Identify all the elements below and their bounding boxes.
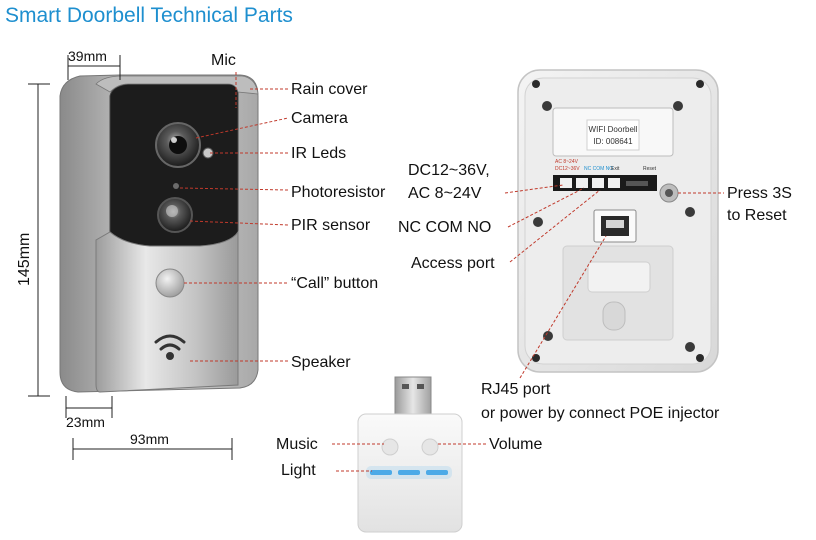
chime-leader-lines bbox=[332, 443, 486, 472]
rain-cover bbox=[95, 75, 259, 95]
music-button[interactable] bbox=[381, 438, 399, 456]
label-pir-sensor: PIR sensor bbox=[291, 217, 371, 234]
usb-plug bbox=[394, 376, 432, 418]
label-ir-leds: IR Leds bbox=[291, 145, 347, 162]
volume-button[interactable] bbox=[421, 438, 439, 456]
sticker-line1: WIFI Doorbell bbox=[589, 125, 638, 134]
dim-bottom-depth: 23mm bbox=[66, 414, 105, 430]
front-leader-lines bbox=[179, 72, 289, 362]
label-rj45-line1: RJ45 port bbox=[481, 381, 551, 398]
label-rj45-line2: or power by connect POE injector bbox=[481, 405, 720, 422]
label-speaker: Speaker bbox=[291, 354, 351, 371]
sticker-line2: ID: 008641 bbox=[593, 137, 633, 146]
light-bar-2 bbox=[398, 470, 420, 475]
terminal-label-5: Reset bbox=[643, 166, 657, 172]
label-photoresistor: Photoresistor bbox=[291, 184, 386, 201]
photoresistor bbox=[173, 183, 179, 189]
speaker-wifi-icon bbox=[154, 334, 186, 360]
dim-top-width: 39mm bbox=[68, 48, 107, 64]
terminal-label-4: Exit bbox=[611, 166, 620, 172]
dim-height: 145mm bbox=[16, 232, 33, 286]
light-bar-3 bbox=[426, 470, 448, 475]
label-light: Light bbox=[281, 462, 316, 479]
label-access-port: Access port bbox=[411, 255, 495, 272]
label-power-line1: DC12~36V, bbox=[408, 162, 490, 179]
dim-bottom-width: 93mm bbox=[130, 431, 169, 447]
label-call-button: “Call” button bbox=[291, 275, 379, 292]
label-reset-line2: to Reset bbox=[727, 207, 787, 224]
terminal-label-1: AC 8~24V bbox=[555, 159, 579, 165]
front-doorbell bbox=[59, 74, 259, 393]
terminal-label-3: NC COM NO bbox=[584, 166, 613, 172]
label-camera: Camera bbox=[291, 110, 348, 127]
label-music: Music bbox=[276, 436, 318, 453]
call-button[interactable] bbox=[155, 268, 185, 298]
light-bar-1 bbox=[370, 470, 392, 475]
label-mic: Mic bbox=[211, 52, 236, 69]
label-power-line2: AC 8~24V bbox=[408, 185, 482, 202]
label-volume: Volume bbox=[489, 436, 543, 453]
chime-unit bbox=[357, 376, 463, 533]
label-rain-cover: Rain cover bbox=[291, 81, 368, 98]
back-leader-lines bbox=[504, 184, 724, 379]
label-nc-com-no: NC COM NO bbox=[398, 219, 492, 236]
label-reset-line1: Press 3S bbox=[727, 185, 792, 202]
doorbell-metal-panel bbox=[95, 230, 239, 393]
dimension-lines bbox=[28, 55, 233, 460]
back-plate: WIFI Doorbell ID: 008641 AC 8~24V DC12~3… bbox=[517, 69, 719, 373]
page-title: Smart Doorbell Technical Parts bbox=[5, 4, 293, 27]
terminal-label-2: DC12~36V bbox=[555, 166, 580, 172]
